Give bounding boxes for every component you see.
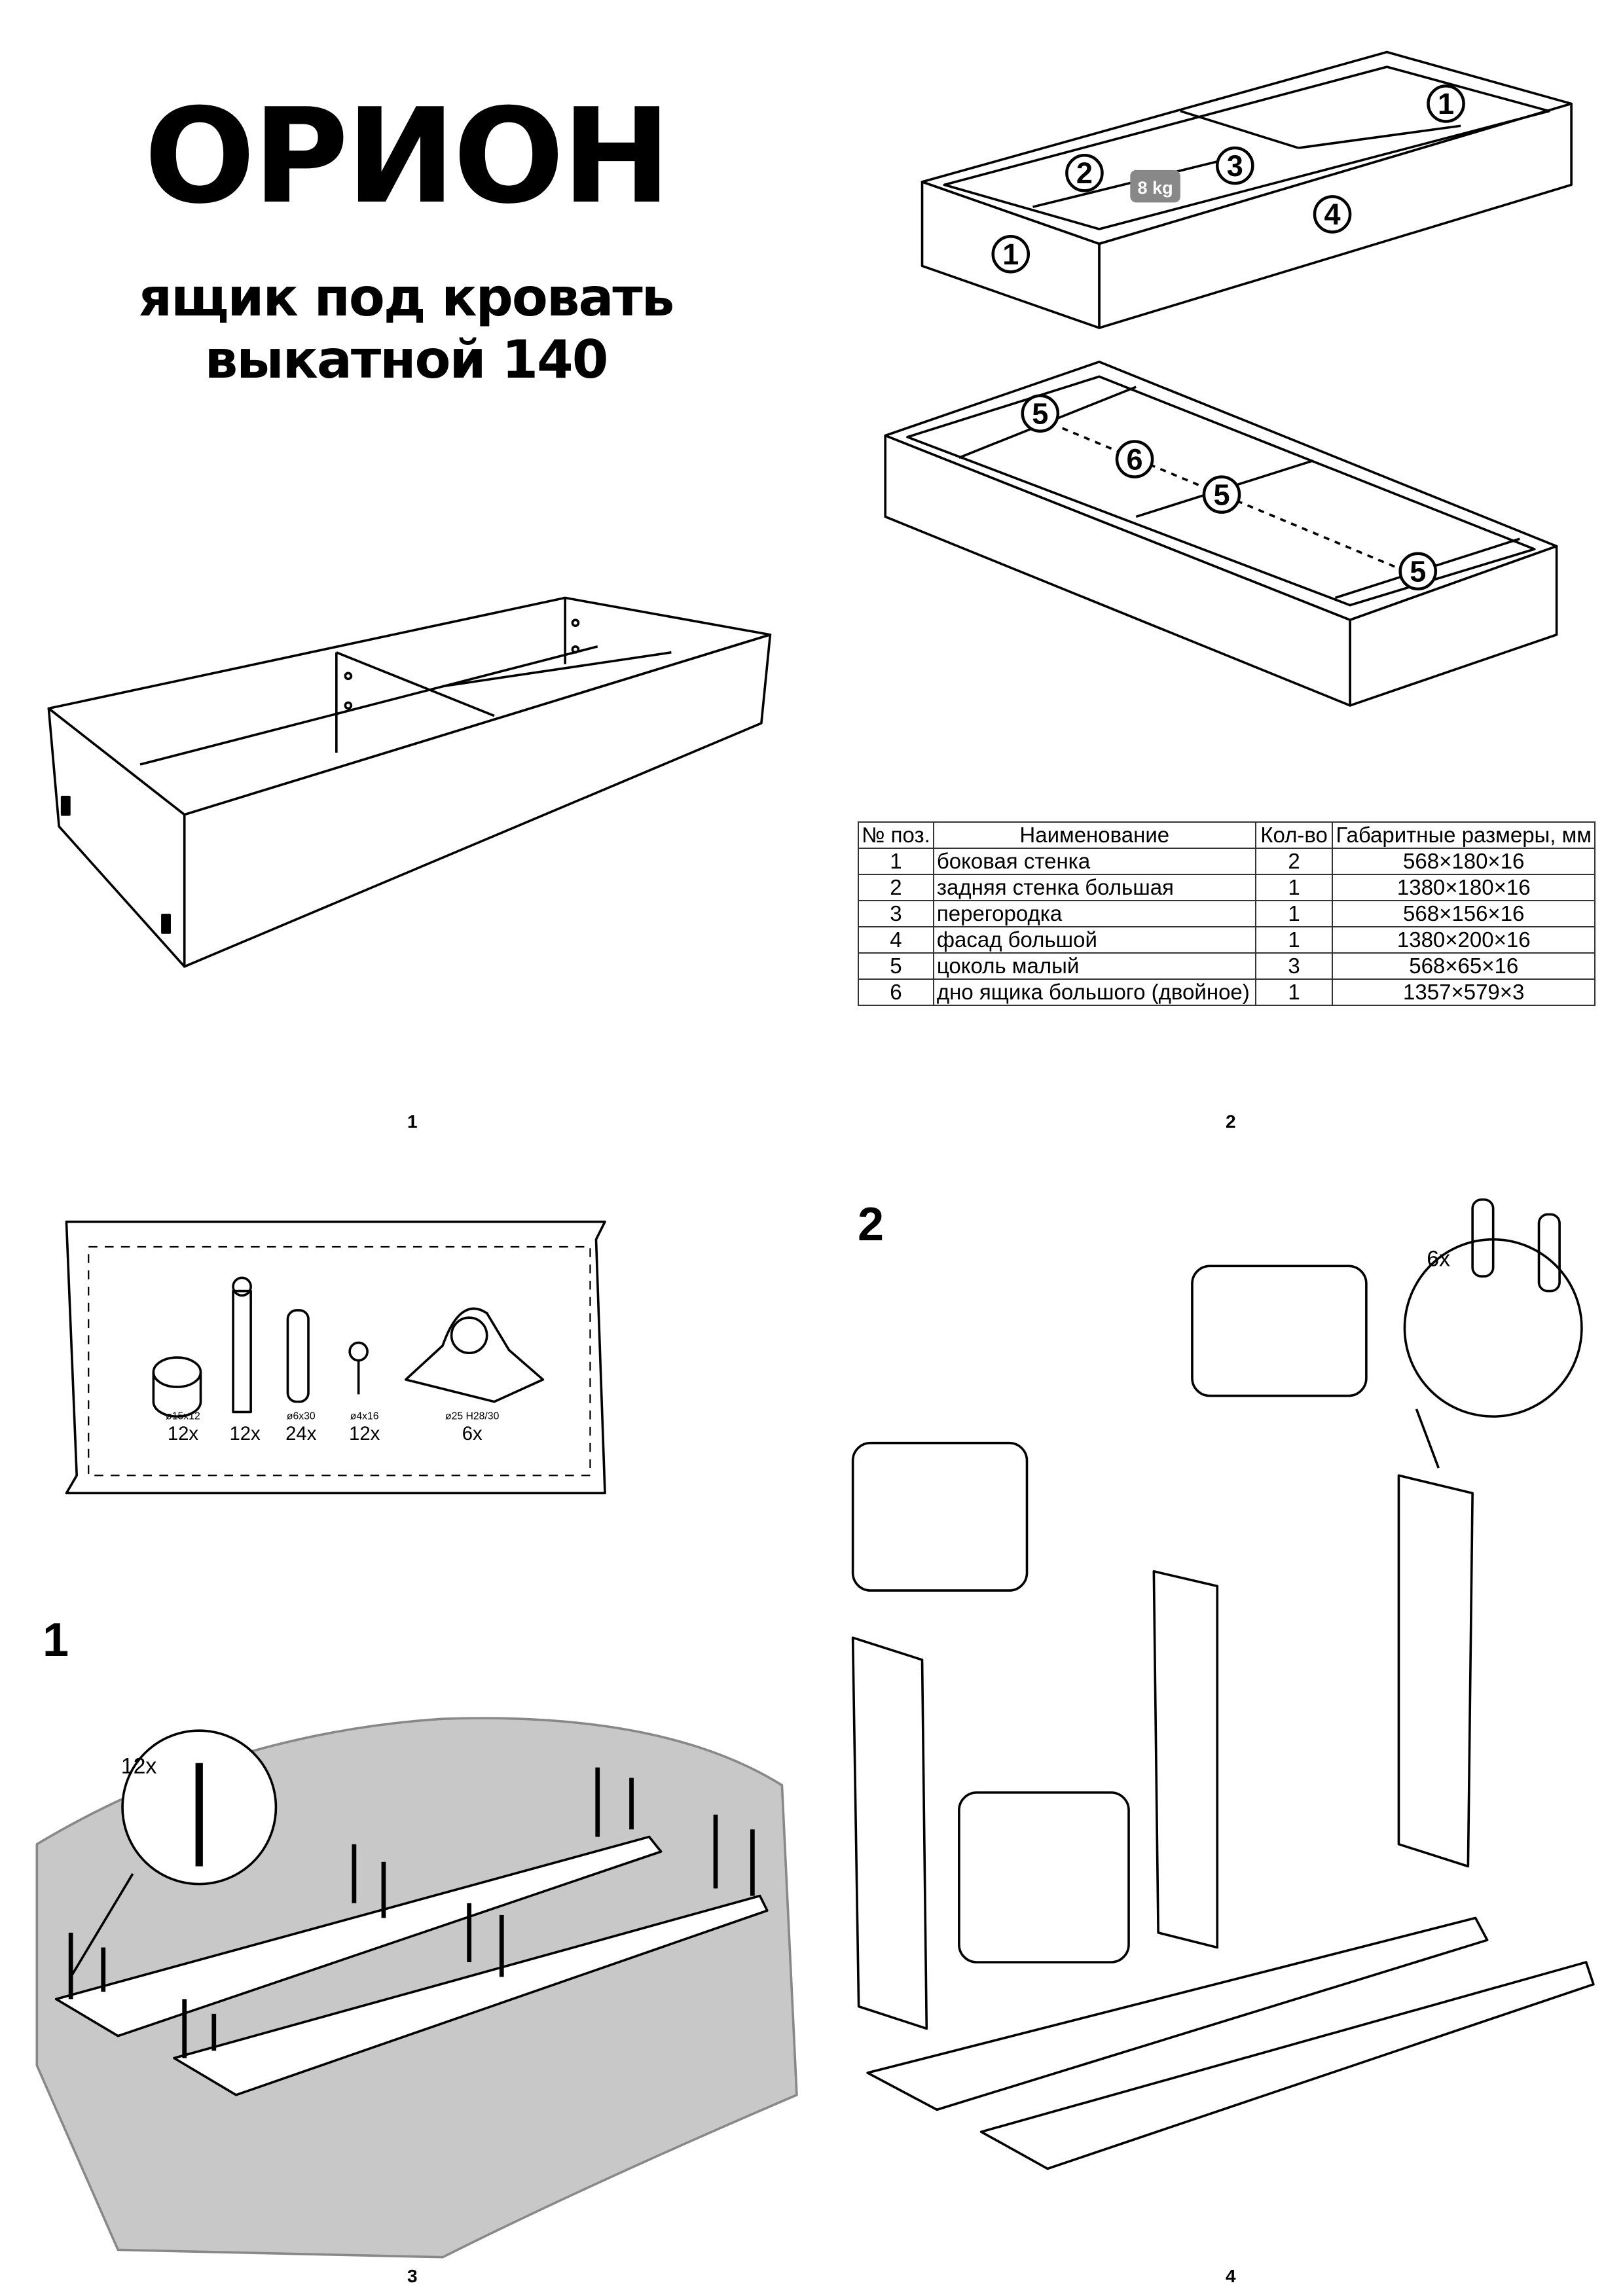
step2-drawing: [851, 1198, 1595, 2170]
drawer-bottom-view-drawing: [884, 361, 1558, 707]
cell-name: фасад большой: [932, 926, 1256, 954]
page-number: 4: [1226, 2266, 1236, 2286]
cell-dims: 1380×180×16: [1332, 874, 1596, 901]
cell-qty: 3: [1254, 952, 1334, 980]
hardware-size: ø6x30: [287, 1411, 316, 1422]
marker-1: 1: [1002, 238, 1019, 271]
marker-5: 5: [1410, 555, 1426, 588]
drawer-top-view-drawing: [921, 50, 1573, 329]
cell-pos: 1: [858, 848, 934, 875]
cell-qty: 1: [1254, 874, 1334, 901]
header-position: № поз.: [858, 821, 934, 849]
hardware-qty: 24x: [285, 1423, 317, 1444]
cell-qty: 2: [1254, 848, 1334, 875]
hardware-size: ø4x16: [350, 1411, 379, 1422]
cell-pos: 3: [858, 900, 934, 927]
hardware-size: ø15x12: [166, 1411, 200, 1422]
marker-4: 4: [1324, 198, 1341, 231]
cell-dims: 568×65×16: [1332, 952, 1596, 980]
cell-name: боковая стенка: [932, 848, 1256, 875]
marker-3: 3: [1227, 149, 1243, 183]
hardware-qty: 12x: [229, 1423, 261, 1444]
cell-qty: 1: [1254, 900, 1334, 927]
cell-dims: 1380×200×16: [1332, 926, 1596, 954]
step1-drawing: [35, 1717, 798, 2259]
hardware-qty: 6x: [462, 1423, 483, 1444]
marker-5: 5: [1213, 478, 1230, 511]
cell-name: цоколь малый: [932, 952, 1256, 980]
marker-5: 5: [1032, 397, 1048, 430]
cell-qty: 1: [1254, 978, 1334, 1006]
header-name: Наименование: [932, 821, 1256, 849]
part-number-markers: 8 kg 1 1 2 3 4 5 5 5 6: [991, 84, 1465, 591]
hardware-size: ø25 H28/30: [445, 1411, 500, 1422]
header-qty: Кол-во: [1254, 821, 1334, 849]
hardware-bag: [65, 1220, 606, 1495]
step-2-number: 2: [858, 1198, 884, 1251]
cell-pos: 6: [858, 978, 934, 1006]
weight-label: 8 kg: [1138, 178, 1173, 198]
step-1-number: 1: [43, 1614, 69, 1666]
cell-dims: 1357×579×3: [1332, 978, 1596, 1006]
marker-2: 2: [1076, 156, 1093, 190]
hardware-labels: ø15x12 12x 12x ø6x30 24x ø4x16 12x ø25 H…: [166, 1411, 499, 1445]
subtitle-line1: ящик под кровать: [138, 267, 675, 328]
subtitle-line2: выкатной 140: [204, 329, 609, 390]
cell-name: дно ящика большого (двойное): [932, 978, 1256, 1006]
cell-pos: 2: [858, 874, 934, 901]
marker-1: 1: [1438, 87, 1454, 120]
hardware-qty: 12x: [349, 1423, 380, 1444]
assembled-drawer-drawing: [47, 596, 772, 968]
marker-6: 6: [1127, 442, 1143, 476]
cell-pos: 4: [858, 926, 934, 954]
product-title: ОРИОН: [144, 81, 671, 233]
weight-icon: [1130, 170, 1180, 203]
table-header: № поз. Наименование Кол-во Габаритные ра…: [858, 821, 1596, 849]
cell-qty: 1: [1254, 926, 1334, 954]
cell-name: перегородка: [932, 900, 1256, 927]
step1-quantity: 12x: [121, 1754, 157, 1779]
hardware-qty: 12x: [168, 1423, 199, 1444]
cell-dims: 568×180×16: [1332, 848, 1596, 875]
cell-dims: 568×156×16: [1332, 900, 1596, 927]
cell-name: задняя стенка большая: [932, 874, 1256, 901]
cell-pos: 5: [858, 952, 934, 980]
page-number: 3: [407, 2266, 418, 2286]
parts-table: № поз. Наименование Кол-во Габаритные ра…: [858, 821, 1596, 1006]
step2-quantity: 6x: [1427, 1246, 1450, 1271]
header-dimensions: Габаритные размеры, мм: [1332, 821, 1596, 849]
page-number: 1: [407, 1111, 418, 1132]
page-number: 2: [1226, 1111, 1236, 1132]
